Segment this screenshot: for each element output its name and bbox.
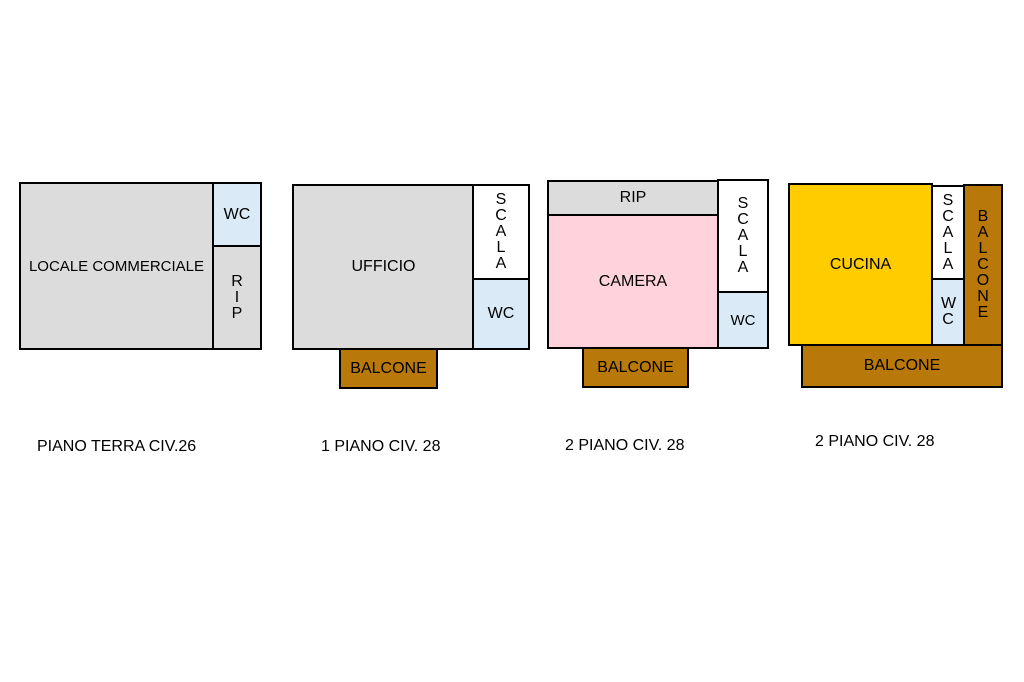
room-label: WC [941, 295, 957, 328]
room-label: WC [730, 311, 756, 329]
room-label: BALCONE [597, 358, 674, 376]
room-ufficio: UFFICIO [292, 184, 475, 350]
room-wc: WC [717, 291, 769, 349]
room-wc: WC [472, 278, 530, 350]
room-locale-commerciale: LOCALE COMMERCIALE [19, 182, 214, 350]
plan-caption: PIANO TERRA CIV.26 [37, 438, 197, 455]
room-label: BALCONE [976, 208, 990, 321]
room-label: LOCALE COMMERCIALE [28, 257, 205, 275]
room-scala: SCALA [472, 184, 530, 280]
room-label: RIP [619, 189, 647, 206]
room-wc: WC [931, 278, 965, 346]
room-label: CAMERA [598, 272, 668, 290]
room-balcone: BALCONE [801, 344, 1003, 388]
room-balcone: BALCONE [582, 347, 689, 388]
room-balcone: BALCONE [339, 348, 438, 389]
room-rip: RIP [547, 180, 719, 216]
room-label: BALCONE [863, 357, 941, 374]
room-label: SCALA [737, 195, 749, 276]
plan-caption: 2 PIANO CIV. 28 [565, 437, 685, 454]
room-cucina: CUCINA [788, 183, 933, 346]
room-scala: SCALA [931, 185, 965, 280]
plan-caption: 1 PIANO CIV. 28 [321, 438, 441, 455]
room-label: WC [487, 305, 515, 322]
room-balcone-side: BALCONE [963, 184, 1003, 346]
plan-caption: 2 PIANO CIV. 28 [815, 433, 935, 450]
room-label: UFFICIO [351, 258, 416, 275]
room-label: SCALA [495, 191, 507, 272]
room-rip: RIP [212, 245, 262, 350]
room-label: WC [223, 205, 251, 223]
room-scala: SCALA [717, 179, 769, 293]
room-label: CUCINA [829, 255, 892, 273]
room-label: RIP [231, 272, 243, 322]
room-label: SCALA [942, 191, 954, 273]
room-wc: WC [212, 182, 262, 247]
room-label: BALCONE [350, 359, 427, 377]
room-camera: CAMERA [547, 214, 719, 349]
